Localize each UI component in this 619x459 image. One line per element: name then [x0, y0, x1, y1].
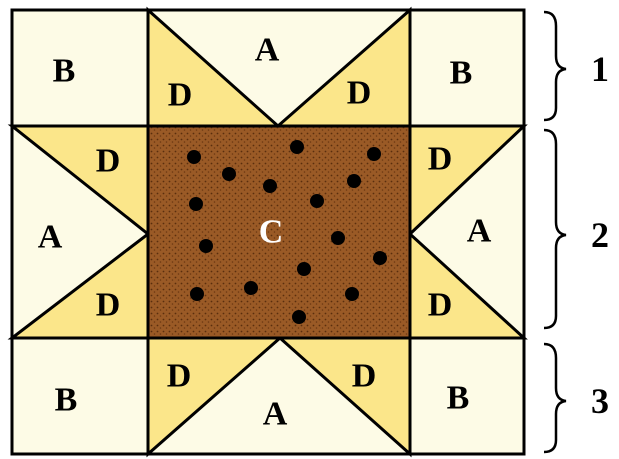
label-d-top-left: D — [168, 77, 193, 114]
label-a-right: A — [467, 213, 492, 250]
label-b-bottom-right: B — [447, 380, 470, 417]
label-a-top: A — [255, 32, 280, 69]
square-b-top-left — [12, 10, 148, 126]
label-a-left: A — [38, 219, 63, 256]
label-d-bottom-right: D — [352, 358, 377, 395]
label-d-left-lower: D — [96, 287, 121, 324]
label-b-bottom-left: B — [55, 382, 78, 419]
brace-row-1 — [544, 12, 566, 120]
brace-row-2 — [544, 130, 566, 328]
label-b-top-left: B — [53, 53, 76, 90]
label-d-top-right: D — [347, 75, 372, 112]
row-label-1: 1 — [591, 49, 609, 89]
square-b-bottom-left — [12, 338, 148, 454]
row-label-2: 2 — [591, 215, 609, 255]
label-d-right-lower: D — [428, 287, 453, 324]
brace-row-3 — [544, 344, 566, 452]
label-d-bottom-left: D — [167, 358, 192, 395]
label-d-left-upper: D — [96, 143, 121, 180]
row-label-3: 3 — [591, 381, 609, 421]
label-b-top-right: B — [450, 55, 473, 92]
label-c-center: C — [259, 214, 284, 251]
row-braces — [544, 12, 566, 452]
label-d-right-upper: D — [428, 141, 453, 178]
label-a-bottom: A — [263, 396, 288, 433]
